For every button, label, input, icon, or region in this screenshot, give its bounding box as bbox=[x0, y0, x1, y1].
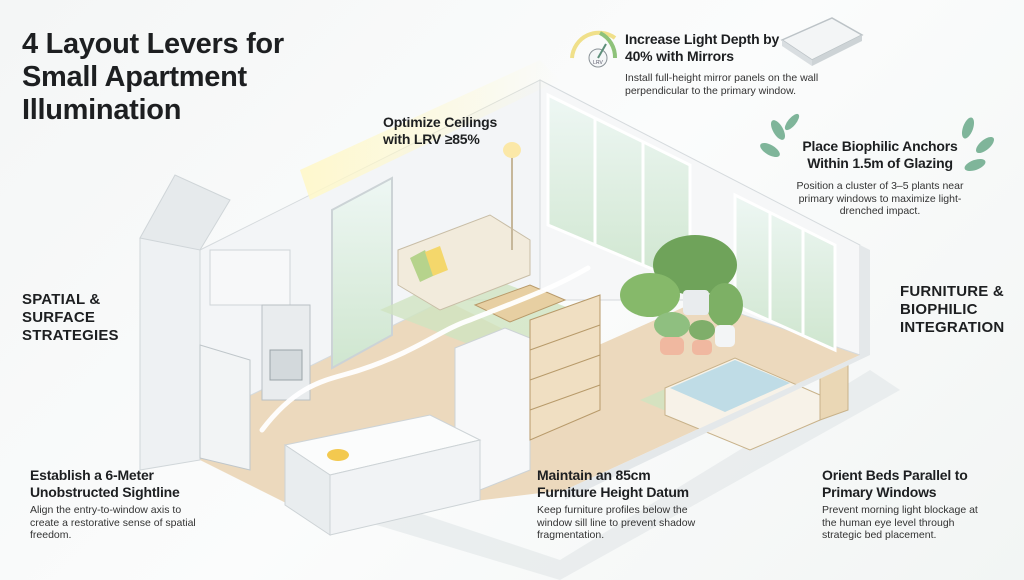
page-title: 4 Layout Levers for Small Apartment Illu… bbox=[22, 28, 284, 126]
mirror-panel-icon-edge bbox=[812, 35, 862, 66]
lamp-shade bbox=[503, 142, 521, 158]
callout-beds-description: Prevent morning light blockage at the hu… bbox=[822, 504, 978, 541]
mirror-panel-icon-edge bbox=[782, 40, 812, 66]
callout-beds-heading: Orient Beds Parallel to Primary Windows bbox=[822, 467, 968, 500]
section-label-furniture: FURNITURE & BIOPHILIC INTEGRATION bbox=[900, 283, 1005, 336]
shelf bbox=[529, 384, 601, 411]
callout-mirrors: Increase Light Depth by 40% with Mirrors… bbox=[625, 31, 818, 97]
callout-beds: Orient Beds Parallel to Primary Windows … bbox=[822, 467, 992, 542]
sofa bbox=[397, 214, 531, 311]
section-label-spatial: SPATIAL & SURFACE STRATEGIES bbox=[22, 291, 119, 344]
callout-biophilic-heading: Place Biophilic Anchors Within 1.5m of G… bbox=[802, 138, 958, 171]
sofa-pillow bbox=[425, 246, 448, 276]
callout-mirrors-heading: Increase Light Depth by 40% with Mirrors bbox=[625, 31, 780, 64]
shelf bbox=[529, 324, 601, 351]
callout-biophilic-description: Position a cluster of 3–5 plants near pr… bbox=[796, 180, 964, 217]
left-wall bbox=[139, 209, 201, 471]
ceiling-light-beam bbox=[300, 60, 560, 200]
callout-datum-heading: Maintain an 85cm Furniture Height Datum bbox=[537, 467, 689, 500]
fruit-bowl bbox=[327, 449, 349, 461]
bed-blanket bbox=[670, 360, 790, 412]
callout-sightline: Establish a 6-Meter Unobstructed Sightli… bbox=[30, 467, 200, 542]
callout-mirrors-description: Install full-height mirror panels on the… bbox=[625, 72, 819, 97]
callout-ceilings-heading: Optimize Ceilings with LRV ≥85% bbox=[383, 114, 498, 147]
callout-sightline-heading: Establish a 6-Meter Unobstructed Sightli… bbox=[30, 467, 180, 500]
callout-datum-description: Keep furniture profiles below the window… bbox=[537, 504, 696, 541]
lrv-gauge-icon bbox=[570, 30, 618, 68]
callout-biophilic: Place Biophilic Anchors Within 1.5m of G… bbox=[780, 138, 980, 218]
gauge-label-text: LRV bbox=[593, 60, 603, 66]
oven-window bbox=[269, 349, 303, 381]
plant-cluster bbox=[620, 235, 743, 355]
callout-datum: Maintain an 85cm Furniture Height Datum … bbox=[537, 467, 712, 542]
floor-shadow bbox=[260, 370, 900, 580]
laurel-leaves-icon bbox=[760, 113, 995, 172]
mirror-panel bbox=[331, 176, 393, 370]
callout-sightline-description: Align the entry-to-window axis to create… bbox=[30, 504, 196, 541]
coffee-table bbox=[473, 284, 567, 323]
entry-door bbox=[199, 344, 251, 471]
wall-top-left bbox=[139, 174, 231, 251]
gauge-label: LRV bbox=[593, 60, 603, 66]
kitchen-island-side bbox=[329, 439, 481, 536]
kitchen-cabinets bbox=[209, 249, 291, 306]
sightline-arrow bbox=[259, 265, 591, 433]
sofa-pillow bbox=[410, 250, 435, 282]
shelf bbox=[529, 354, 601, 381]
